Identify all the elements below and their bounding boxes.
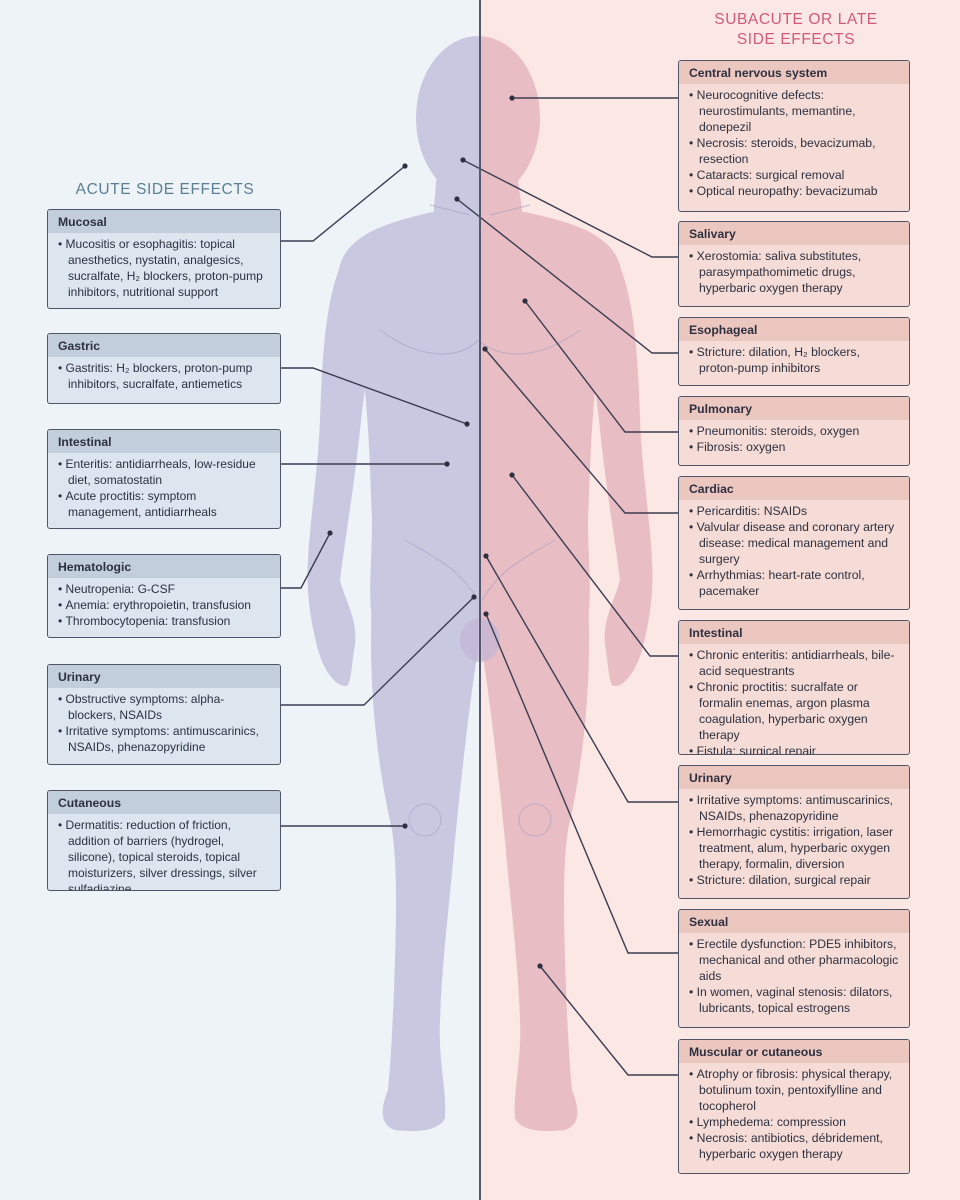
box-heading: Sexual [679, 910, 909, 933]
box-late-cns: Central nervous system Neurocognitive de… [678, 60, 910, 212]
box-heading: Cardiac [679, 477, 909, 500]
box-heading: Urinary [48, 665, 280, 688]
box-acute-hematologic: Hematologic Neutropenia: G-CSF Anemia: e… [47, 554, 281, 638]
box-item: Xerostomia: saliva substitutes, parasymp… [689, 248, 899, 296]
late-title-line-2: SIDE EFFECTS [736, 31, 856, 48]
box-late-urinary: Urinary Irritative symptoms: antimuscari… [678, 765, 910, 899]
acute-section-title: ACUTE SIDE EFFECTS [75, 181, 255, 198]
box-heading: Intestinal [679, 621, 909, 644]
box-item: Hemorrhagic cystitis: irrigation, laser … [689, 824, 899, 872]
box-item: Dermatitis: reduction of friction, addit… [58, 817, 270, 890]
center-divider [479, 0, 481, 1200]
box-item: Obstructive symptoms: alpha-blockers, NS… [58, 691, 270, 723]
box-item: Pneumonitis: steroids, oxygen [689, 423, 899, 439]
box-heading: Mucosal [48, 210, 280, 233]
box-item: Chronic enteritis: antidiarrheals, bile-… [689, 647, 899, 679]
box-late-sexual: Sexual Erectile dysfunction: PDE5 inhibi… [678, 909, 910, 1028]
box-item: Irritative symptoms: antimuscarinics, NS… [689, 792, 899, 824]
box-item: Neutropenia: G-CSF [58, 581, 270, 597]
box-item: Thrombocytopenia: transfusion [58, 613, 270, 629]
box-acute-urinary: Urinary Obstructive symptoms: alpha-bloc… [47, 664, 281, 765]
box-item: Irritative symptoms: antimuscarinics, NS… [58, 723, 270, 755]
box-item: In women, vaginal stenosis: dilators, lu… [689, 984, 899, 1016]
box-heading: Salivary [679, 222, 909, 245]
box-acute-intestinal: Intestinal Enteritis: antidiarrheals, lo… [47, 429, 281, 529]
box-item: Fistula: surgical repair [689, 743, 899, 754]
box-late-esophageal: Esophageal Stricture: dilation, H₂ block… [678, 317, 910, 386]
box-heading: Muscular or cutaneous [679, 1040, 909, 1063]
box-acute-cutaneous: Cutaneous Dermatitis: reduction of frict… [47, 790, 281, 891]
box-heading: Pulmonary [679, 397, 909, 420]
box-item: Anemia: erythropoietin, transfusion [58, 597, 270, 613]
box-acute-gastric: Gastric Gastritis: H₂ blockers, proton-p… [47, 333, 281, 404]
box-item: Erectile dysfunction: PDE5 inhibitors, m… [689, 936, 899, 984]
box-heading: Urinary [679, 766, 909, 789]
box-item: Chronic proctitis: sucralfate or formali… [689, 679, 899, 743]
box-item: Pericarditis: NSAIDs [689, 503, 899, 519]
box-item: Fibrosis: oxygen [689, 439, 899, 455]
box-heading: Cutaneous [48, 791, 280, 814]
box-item: Arrhythmias: heart-rate control, pacemak… [689, 567, 899, 599]
box-item: Neurocognitive defects: neurostimulants,… [689, 87, 899, 135]
box-item: Gastritis: H₂ blockers, proton-pump inhi… [58, 360, 270, 392]
box-late-pulmonary: Pulmonary Pneumonitis: steroids, oxygen … [678, 396, 910, 466]
box-heading: Hematologic [48, 555, 280, 578]
box-late-intestinal: Intestinal Chronic enteritis: antidiarrh… [678, 620, 910, 755]
box-item: Stricture: dilation, H₂ blockers, proton… [689, 344, 899, 376]
box-heading: Intestinal [48, 430, 280, 453]
box-heading: Central nervous system [679, 61, 909, 84]
box-item: Acute proctitis: symptom management, ant… [58, 488, 270, 520]
box-item: Enteritis: antidiarrheals, low-residue d… [58, 456, 270, 488]
box-item: Necrosis: steroids, bevacizumab, resecti… [689, 135, 899, 167]
box-acute-mucosal: Mucosal Mucositis or esophagitis: topica… [47, 209, 281, 309]
box-heading: Esophageal [679, 318, 909, 341]
box-heading: Gastric [48, 334, 280, 357]
late-title-line-1: SUBACUTE OR LATE [714, 11, 878, 28]
box-item: Necrosis: antibiotics, débridement, hype… [689, 1130, 899, 1162]
box-late-cardiac: Cardiac Pericarditis: NSAIDs Valvular di… [678, 476, 910, 610]
box-item: Lymphedema: compression [689, 1114, 899, 1130]
box-late-muscular-cutaneous: Muscular or cutaneous Atrophy or fibrosi… [678, 1039, 910, 1174]
box-item: Stricture: dilation, surgical repair [689, 872, 899, 888]
box-item: Atrophy or fibrosis: physical therapy, b… [689, 1066, 899, 1114]
box-item: Optical neuropathy: bevacizumab [689, 183, 899, 199]
box-late-salivary: Salivary Xerostomia: saliva substitutes,… [678, 221, 910, 307]
late-section-title: SUBACUTE OR LATE SIDE EFFECTS [686, 10, 906, 50]
box-item: Valvular disease and coronary artery dis… [689, 519, 899, 567]
box-item: Cataracts: surgical removal [689, 167, 899, 183]
box-item: Mucositis or esophagitis: topical anesth… [58, 236, 270, 300]
